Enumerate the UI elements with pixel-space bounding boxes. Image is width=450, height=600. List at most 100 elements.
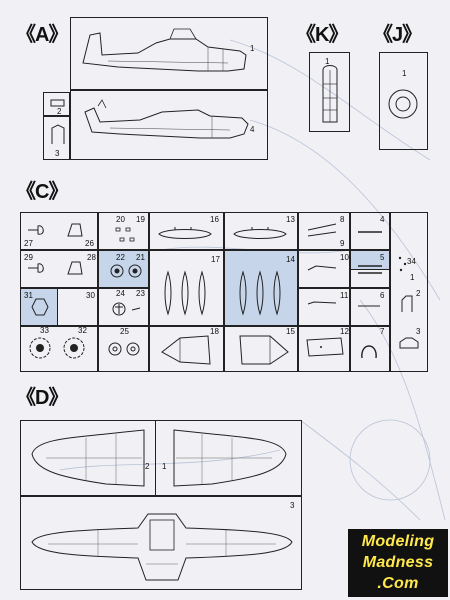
canopy-part xyxy=(322,65,338,123)
part-number: 1 xyxy=(410,273,415,282)
logo-line-3: .Com xyxy=(377,575,419,592)
sprue-c-cell xyxy=(98,212,149,250)
part-number: 1 xyxy=(250,44,255,53)
part-c-25-wheels xyxy=(108,342,140,356)
part-number: 34 xyxy=(407,257,416,266)
part-number: 1 xyxy=(402,69,407,78)
part-c-14-props xyxy=(239,270,281,316)
part-number: 30 xyxy=(86,291,95,300)
part-c-6 xyxy=(358,305,380,307)
part-c-12 xyxy=(306,337,344,357)
part-number: 2 xyxy=(145,462,150,471)
part-number: 4 xyxy=(250,125,255,134)
part-number: 15 xyxy=(286,327,295,336)
part-c-11 xyxy=(307,301,337,305)
part-c-24-23 xyxy=(112,302,141,316)
part-number: 5 xyxy=(380,253,385,262)
part-a2 xyxy=(50,99,65,107)
part-c-33-radial-engine xyxy=(29,337,51,359)
lower-wing xyxy=(31,513,293,581)
sprue-a-lower xyxy=(70,90,268,160)
part-number: 28 xyxy=(87,253,96,262)
sprue-c-cell xyxy=(298,288,350,326)
sprue-d-right xyxy=(155,420,302,496)
part-number: 2 xyxy=(416,289,421,298)
part-c-32-radial-engine xyxy=(63,337,85,359)
part-c-15-stabilizer xyxy=(239,335,289,365)
sprue-c-cell xyxy=(20,326,98,372)
part-c-27-26 xyxy=(28,223,83,237)
part-number: 21 xyxy=(136,253,145,262)
sprue-c-cell xyxy=(298,212,350,250)
part-number: 6 xyxy=(380,291,385,300)
part-number: 32 xyxy=(78,326,87,335)
part-number: 20 xyxy=(116,215,125,224)
part-c-3 xyxy=(399,337,419,349)
part-number: 11 xyxy=(340,291,349,300)
part-number: 29 xyxy=(24,253,33,262)
part-number: 8 xyxy=(340,215,345,224)
sprue-c-cell xyxy=(20,250,98,288)
sprue-c-cell xyxy=(98,326,149,372)
sprue-c-cell xyxy=(350,326,390,372)
part-number: 9 xyxy=(340,239,345,248)
sprue-c-cell-highlighted xyxy=(224,250,298,326)
upper-wing-right xyxy=(173,429,287,487)
sprue-d-lower xyxy=(20,496,302,590)
part-c-18-stabilizer xyxy=(161,335,211,365)
part-number: 3 xyxy=(416,327,421,336)
part-number: 18 xyxy=(210,327,219,336)
part-c-31 xyxy=(31,298,49,316)
logo-line-1: Modeling xyxy=(361,533,435,550)
part-number: 10 xyxy=(340,253,349,262)
sprue-c-cell xyxy=(98,288,149,326)
sprue-c-cell xyxy=(350,288,390,326)
part-number: 25 xyxy=(120,327,129,336)
sprue-a-tab-2 xyxy=(43,92,70,116)
part-c-4 xyxy=(358,231,382,233)
part-number: 1 xyxy=(162,462,167,471)
sprue-c-cell xyxy=(298,250,350,288)
part-number: 13 xyxy=(286,215,295,224)
part-number: 3 xyxy=(55,149,60,158)
part-c-8-9 xyxy=(307,223,337,237)
part-number: 16 xyxy=(210,215,219,224)
sprue-k xyxy=(309,52,350,132)
part-c-29-28 xyxy=(28,261,83,275)
part-number: 31 xyxy=(24,291,33,300)
sprue-a xyxy=(70,17,268,90)
part-a3 xyxy=(51,124,65,144)
part-c-20-19 xyxy=(115,227,135,242)
part-number: 14 xyxy=(286,255,295,264)
sprue-c-cell-highlighted xyxy=(350,250,390,270)
sprue-j xyxy=(379,52,428,150)
sprue-c-cell xyxy=(149,212,224,250)
upper-wing-left xyxy=(31,429,145,487)
sprue-c-cell-highlighted xyxy=(20,288,58,326)
clear-lens-part xyxy=(388,89,418,119)
part-number: 7 xyxy=(380,327,385,336)
part-c-22-21 xyxy=(110,264,142,278)
part-number: 26 xyxy=(85,239,94,248)
section-label-j: 《J》 xyxy=(373,24,422,46)
part-number: 24 xyxy=(116,289,125,298)
section-label-k: 《K》 xyxy=(296,24,348,46)
part-number: 33 xyxy=(40,326,49,335)
part-number: 17 xyxy=(211,255,220,264)
part-c-17-props xyxy=(164,270,206,316)
part-c-10 xyxy=(307,265,337,271)
sprue-c-cell xyxy=(298,326,350,372)
part-number: 23 xyxy=(136,289,145,298)
part-number: 2 xyxy=(57,107,62,116)
part-c-2 xyxy=(401,295,413,312)
part-number: 1 xyxy=(325,57,330,66)
part-c-13 xyxy=(233,227,287,239)
part-c-16 xyxy=(158,227,212,239)
part-c-5 xyxy=(358,265,382,274)
section-label-c: 《C》 xyxy=(16,181,68,203)
fuselage-left-half xyxy=(82,28,247,72)
part-number: 27 xyxy=(24,239,33,248)
sprue-c-cell xyxy=(149,250,224,326)
part-number: 4 xyxy=(380,215,385,224)
